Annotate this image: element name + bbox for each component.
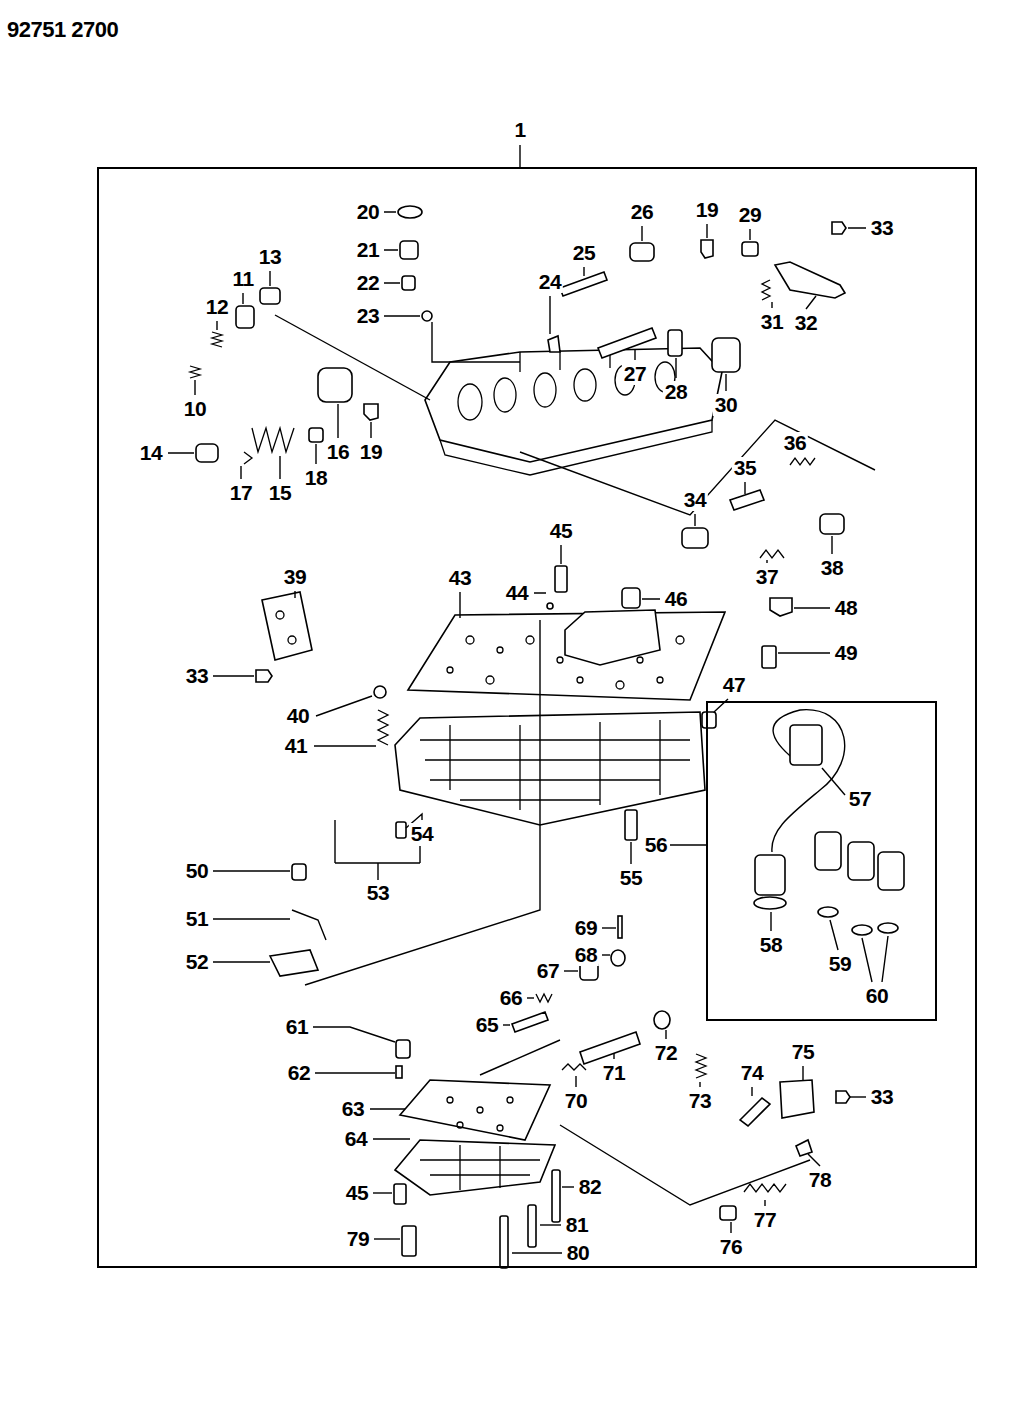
callout-number: 72 xyxy=(653,1042,679,1064)
callout-number: 23 xyxy=(355,305,381,327)
callout-number: 31 xyxy=(759,311,785,333)
callout-number: 43 xyxy=(447,567,473,589)
callout-number: 25 xyxy=(571,242,597,264)
callout-number: 51 xyxy=(184,908,210,930)
callout-number: 15 xyxy=(267,482,293,504)
callout-number: 59 xyxy=(827,953,853,975)
callout-number: 33 xyxy=(869,1086,895,1108)
callout-number: 60 xyxy=(864,985,890,1007)
callout-number: 46 xyxy=(663,588,689,610)
callout-number: 76 xyxy=(718,1236,744,1258)
callout-number: 67 xyxy=(535,960,561,982)
callout-number: 33 xyxy=(184,665,210,687)
callout-number: 65 xyxy=(474,1014,500,1036)
callout-number: 47 xyxy=(721,674,747,696)
callout-number: 52 xyxy=(184,951,210,973)
callout-number: 11 xyxy=(230,268,255,290)
callout-number: 29 xyxy=(737,204,763,226)
callout-number: 13 xyxy=(257,246,283,268)
callout-number: 50 xyxy=(184,860,210,882)
callout-number: 35 xyxy=(732,457,758,479)
callout-number: 17 xyxy=(228,482,254,504)
callout-number: 45 xyxy=(548,520,574,542)
callout-number: 77 xyxy=(752,1209,778,1231)
callout-number: 54 xyxy=(409,823,435,845)
callout-number: 16 xyxy=(325,441,351,463)
callout-number: 55 xyxy=(618,867,644,889)
callout-number: 19 xyxy=(358,441,384,463)
callout-number: 61 xyxy=(284,1016,310,1038)
callout-number: 12 xyxy=(204,296,230,318)
callout-number: 37 xyxy=(754,566,780,588)
callout-number: 63 xyxy=(340,1098,366,1120)
callout-number: 22 xyxy=(355,272,381,294)
callout-number: 32 xyxy=(793,312,819,334)
callout-number: 40 xyxy=(285,705,311,727)
callout-number: 64 xyxy=(343,1128,369,1150)
callout-number: 34 xyxy=(682,489,708,511)
callout-number: 1 xyxy=(512,119,527,141)
callout-number: 81 xyxy=(564,1214,590,1236)
callout-number: 79 xyxy=(345,1228,371,1250)
callout-number: 62 xyxy=(286,1062,312,1084)
callout-number: 41 xyxy=(283,735,309,757)
callout-number: 48 xyxy=(833,597,859,619)
callout-number: 56 xyxy=(643,834,669,856)
callout-number: 45 xyxy=(344,1182,370,1204)
callout-number: 53 xyxy=(365,882,391,904)
callout-number: 21 xyxy=(355,239,381,261)
callout-number: 10 xyxy=(182,398,208,420)
callout-number: 68 xyxy=(573,944,599,966)
callout-number: 73 xyxy=(687,1090,713,1112)
callout-number: 58 xyxy=(758,934,784,956)
callout-number: 70 xyxy=(563,1090,589,1112)
callout-number: 33 xyxy=(869,217,895,239)
callout-number: 49 xyxy=(833,642,859,664)
callout-number: 19 xyxy=(694,199,720,221)
callout-number: 24 xyxy=(537,271,563,293)
callout-number: 39 xyxy=(282,566,308,588)
callout-number: 82 xyxy=(577,1176,603,1198)
callout-number: 14 xyxy=(138,442,164,464)
callout-number: 80 xyxy=(565,1242,591,1264)
callout-number: 69 xyxy=(573,917,599,939)
callout-number: 36 xyxy=(782,432,808,454)
assembly-frame: 157585960 xyxy=(97,167,977,1268)
callout-number: 75 xyxy=(790,1041,816,1063)
callout-number: 44 xyxy=(504,582,530,604)
part-number: 92751 2700 xyxy=(5,19,120,41)
callout-number: 28 xyxy=(663,381,689,403)
callout-number: 27 xyxy=(622,363,648,385)
callout-number: 30 xyxy=(713,394,739,416)
callout-number: 71 xyxy=(601,1062,627,1084)
callout-number: 18 xyxy=(303,467,329,489)
callout-number: 66 xyxy=(498,987,524,1009)
callout-number: 57 xyxy=(847,788,873,810)
callout-number: 78 xyxy=(807,1169,833,1191)
callout-number: 20 xyxy=(355,201,381,223)
solenoid-group-box: 57 58 59 60 xyxy=(706,701,937,1021)
callout-number: 26 xyxy=(629,201,655,223)
callout-number: 38 xyxy=(819,557,845,579)
callout-number: 74 xyxy=(739,1062,765,1084)
